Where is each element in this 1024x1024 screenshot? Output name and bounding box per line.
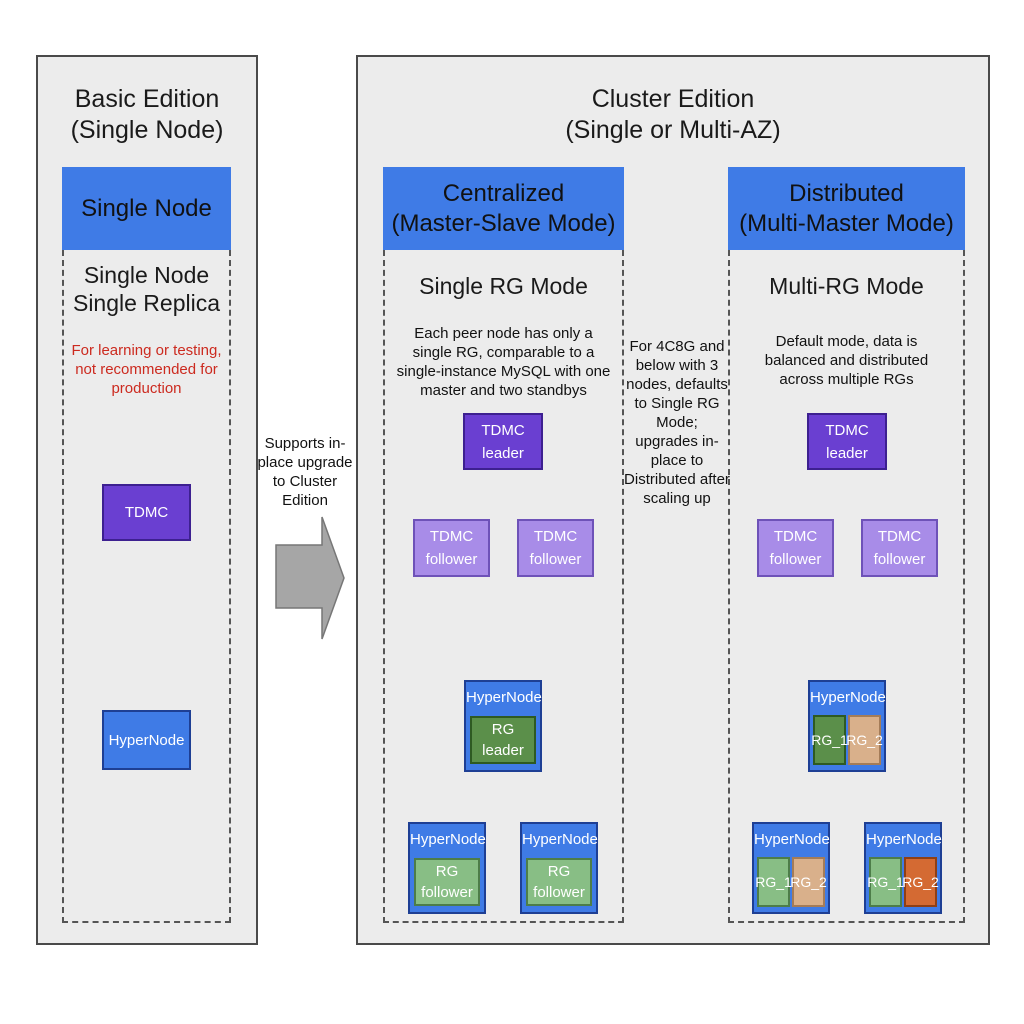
centralized-hypernode-follower-right: HyperNode RG follower	[520, 822, 598, 914]
distributed-header-line2: (Multi-Master Mode)	[739, 209, 954, 237]
distributed-hypernode-top: HyperNode RG_1 RG_2	[808, 680, 886, 772]
centralized-header-line2: (Master-Slave Mode)	[391, 209, 616, 237]
c-rg-leader-line1: RG	[491, 721, 515, 738]
c-rg-fr-line1: RG	[547, 863, 571, 880]
cluster-title-line2: (Single or Multi-AZ)	[565, 116, 781, 144]
centralized-mode-title: Single RG Mode	[419, 273, 588, 299]
upgrade-arrow	[275, 516, 345, 640]
d-left-rg2: RG_2	[790, 857, 827, 907]
centralized-tdmc-follower-right: TDMC follower	[517, 519, 594, 577]
d-leader-line2: leader	[826, 444, 868, 462]
d-right-rg2: RG_2	[902, 857, 939, 907]
d-left-rg2-label: RG_2	[790, 874, 827, 890]
c-rg-leader: RG leader	[470, 716, 536, 764]
basic-tdmc-label: TDMC	[124, 504, 169, 521]
c-hyper-fl-label: HyperNode	[410, 831, 486, 848]
upgrade-note: Supports in-place upgrade to Cluster Edi…	[257, 435, 353, 509]
distributed-header: Distributed (Multi-Master Mode)	[728, 167, 965, 250]
c-leader-line1: TDMC	[481, 421, 525, 439]
basic-note: For learning or testing, not recommended…	[71, 342, 222, 397]
cluster-title-line1: Cluster Edition	[591, 85, 755, 113]
centralized-header: Centralized (Master-Slave Mode)	[383, 167, 624, 250]
distributed-header-line1: Distributed	[789, 179, 904, 207]
basic-edition-title: Basic Edition (Single Node)	[38, 84, 256, 146]
distributed-hypernode-right: HyperNode RG_1 RG_2	[864, 822, 942, 914]
c-leader-line2: leader	[482, 444, 524, 462]
distributed-hypernode-left: HyperNode RG_1 RG_2	[752, 822, 830, 914]
basic-single-node-header: Single Node	[62, 167, 231, 250]
d-top-rg1: RG_1	[811, 715, 848, 765]
basic-mode-title: Single Node Single Replica	[62, 261, 231, 317]
c-rg-fl-line2: follower	[421, 884, 473, 901]
centralized-tdmc-follower-left: TDMC follower	[413, 519, 490, 577]
d-follower-left-line2: follower	[769, 551, 822, 568]
d-leader-line1: TDMC	[825, 421, 869, 439]
cluster-edition-title: Cluster Edition (Single or Multi-AZ)	[358, 84, 988, 146]
basic-title-line2: (Single Node)	[70, 116, 224, 144]
d-top-rg2-label: RG_2	[846, 732, 883, 748]
d-left-rg1: RG_1	[755, 857, 792, 907]
d-follower-left-line1: TDMC	[773, 528, 818, 545]
centralized-description: Each peer node has only a single RG, com…	[396, 325, 611, 399]
centralized-dashed-region	[383, 250, 624, 923]
c-rg-follower-left: RG follower	[414, 858, 480, 906]
c-hyper-fr-label: HyperNode	[522, 831, 598, 848]
basic-mode-line1: Single Node	[83, 262, 210, 288]
c-rg-fr-line2: follower	[533, 884, 585, 901]
distributed-dashed-region	[728, 250, 965, 923]
c-rg-follower-right: RG follower	[526, 858, 592, 906]
centralized-hypernode-leader: HyperNode RG leader	[464, 680, 542, 772]
d-right-rg2-label: RG_2	[902, 874, 939, 890]
d-hyper-left-label: HyperNode	[754, 831, 830, 848]
centralized-tdmc-leader: TDMC leader	[463, 413, 543, 470]
d-hyper-right-label: HyperNode	[866, 831, 942, 848]
d-top-rg1-label: RG_1	[811, 732, 848, 748]
c-rg-leader-line2: leader	[482, 742, 524, 759]
basic-hypernode-label: HyperNode	[108, 731, 185, 749]
distributed-tdmc-follower-left: TDMC follower	[757, 519, 834, 577]
c-rg-fl-line1: RG	[435, 863, 459, 880]
transition-note: For 4C8G and below with 3 nodes, default…	[624, 338, 730, 507]
d-right-rg1: RG_1	[867, 857, 904, 907]
c-follower-right-line2: follower	[529, 551, 582, 568]
distributed-tdmc-leader: TDMC leader	[807, 413, 887, 470]
basic-header-label: Single Node	[81, 194, 212, 222]
centralized-header-line1: Centralized	[442, 179, 565, 207]
distributed-tdmc-follower-right: TDMC follower	[861, 519, 938, 577]
basic-title-line1: Basic Edition	[74, 85, 220, 113]
basic-dashed-region	[62, 250, 231, 923]
d-left-rg1-label: RG_1	[755, 874, 792, 890]
basic-tdmc-node: TDMC	[102, 484, 191, 541]
c-hyper-leader-label: HyperNode	[466, 689, 542, 706]
basic-hypernode: HyperNode	[102, 710, 191, 770]
distributed-mode-title: Multi-RG Mode	[769, 273, 924, 299]
distributed-description: Default mode, data is balanced and distr…	[764, 333, 929, 388]
d-right-rg1-label: RG_1	[867, 874, 904, 890]
c-follower-left-line1: TDMC	[429, 528, 474, 545]
basic-mode-line2: Single Replica	[72, 290, 221, 316]
centralized-hypernode-follower-left: HyperNode RG follower	[408, 822, 486, 914]
c-follower-right-line1: TDMC	[533, 528, 578, 545]
d-hyper-top-label: HyperNode	[810, 689, 886, 706]
c-follower-left-line2: follower	[425, 551, 478, 568]
d-top-rg2: RG_2	[846, 715, 883, 765]
d-follower-right-line2: follower	[873, 551, 926, 568]
d-follower-right-line1: TDMC	[877, 528, 922, 545]
